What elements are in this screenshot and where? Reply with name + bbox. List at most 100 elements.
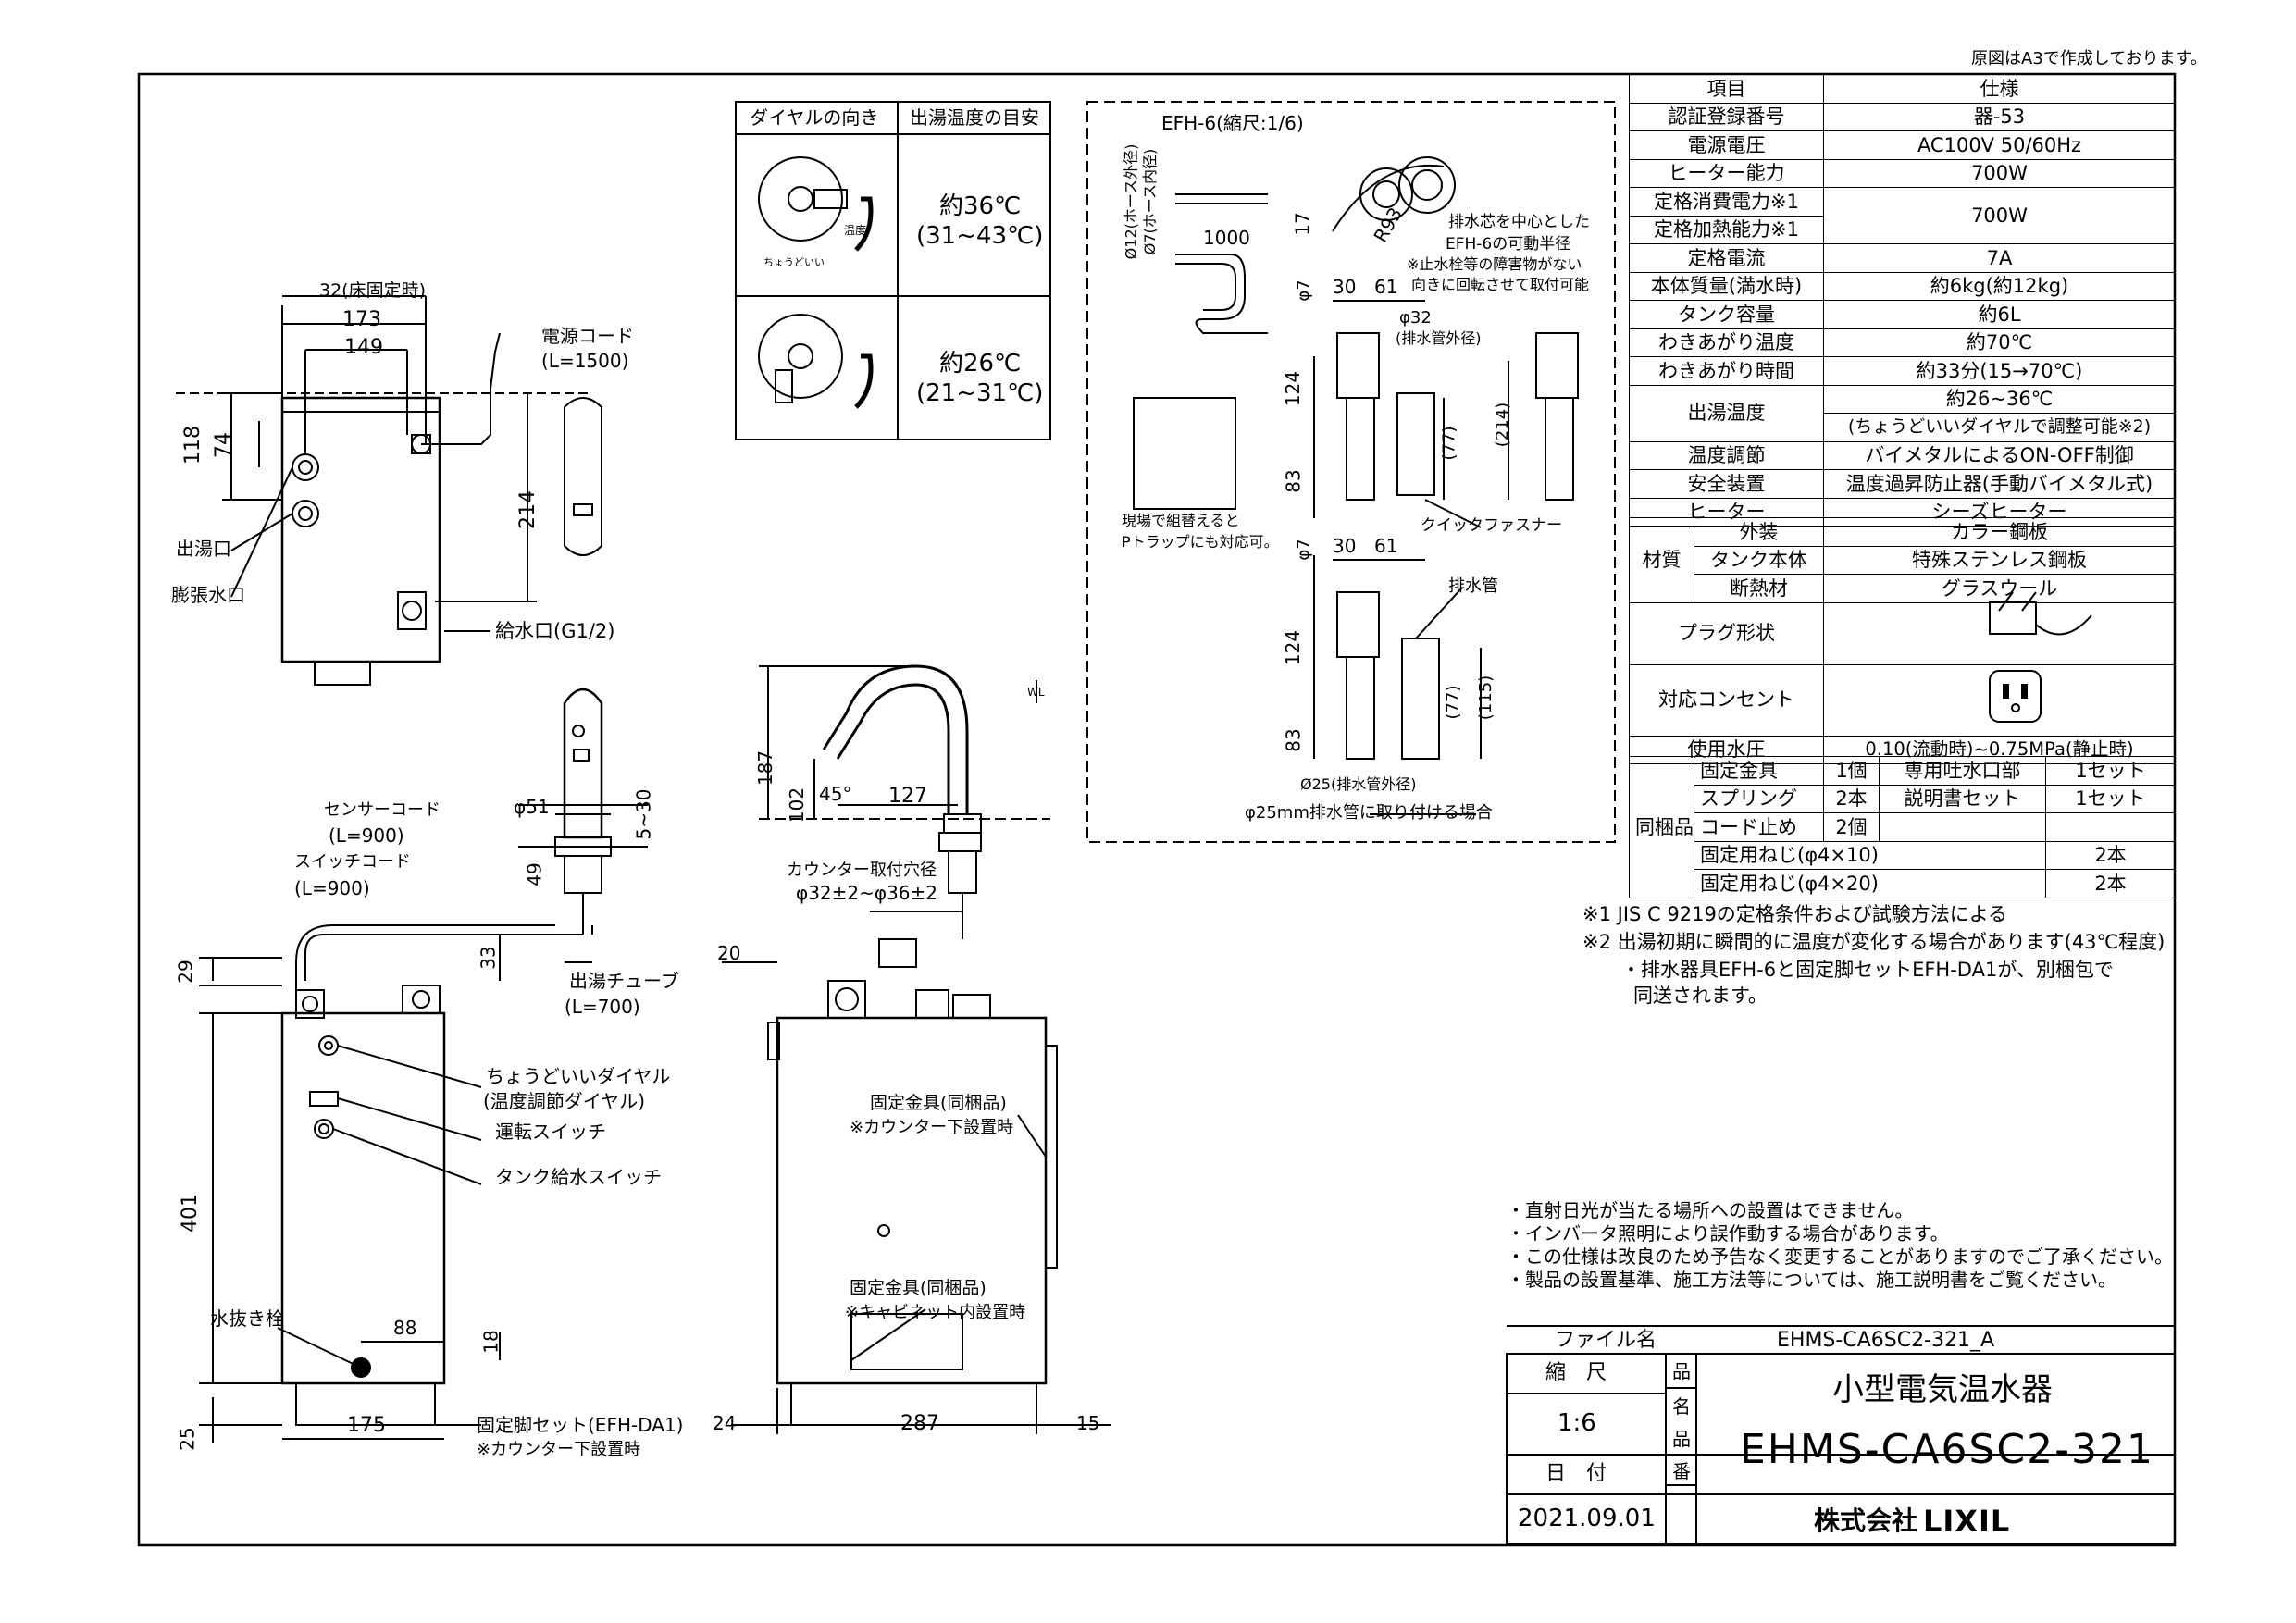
table-row: 定格加熱能力※1 (1629, 215, 2176, 244)
note-4: ・製品の設置基準、施工方法等については、施工説明書をご覧ください。 (1507, 1269, 2116, 1291)
fixing-legs-label: 固定脚セット(EFH-DA1) (477, 1414, 684, 1436)
date-value: 2021.09.01 (1518, 1505, 1656, 1532)
drain-note-4: 向きに回転させて取付可能 (1411, 276, 1590, 293)
dim-149: 149 (344, 336, 383, 359)
expansion-label: 膨張水口 (171, 584, 245, 606)
quick-fastener-label: クイックファスナー (1421, 516, 1562, 535)
dim-25: 25 (176, 1427, 199, 1451)
table-row: タンク本体特殊ステンレス鋼板 (1630, 545, 2176, 575)
dim-124-a: 124 (1282, 370, 1305, 407)
switch-cord-label: スイッチコード (294, 852, 411, 872)
company-name: 株式会社 (1814, 1505, 1918, 1536)
dim-49: 49 (523, 862, 546, 886)
table-row: 材質外装カラー鋼板 (1629, 517, 2176, 603)
scale-label: 縮 尺 (1545, 1361, 1607, 1384)
table-row: 固定用ねじ(φ4×20)2本 (1630, 869, 2176, 898)
dial-col2-header: 出湯温度の目安 (910, 106, 1039, 129)
dial-row1-range: (31~43℃) (916, 222, 1044, 250)
drain-box-title: EFH-6(縮尺:1/6) (1161, 112, 1304, 134)
hose-outer-diameter: Ø12(ホース外径) (1122, 143, 1140, 260)
run-switch-label: 運転スイッチ (495, 1121, 606, 1143)
file-name: EHMS-CA6SC2-321_A (1777, 1329, 1995, 1352)
dim-20: 20 (717, 942, 741, 964)
product-number: EHMS-CA6SC2-321 (1740, 1426, 2154, 1473)
table-row: 認証登録番号器-53 (1629, 102, 2176, 131)
counter-hole-dim: φ32±2~φ36±2 (796, 882, 938, 904)
dim-173: 173 (342, 308, 381, 331)
dim-phi25: Ø25(排水管外径) (1300, 775, 1417, 793)
dim-77-b: (77) (1443, 685, 1463, 720)
footnote-4: 同送されます。 (1633, 985, 1768, 1007)
sensor-cord-length: (L=900) (329, 824, 404, 847)
dim-18: 18 (479, 1330, 503, 1354)
header-note: 原図はA3で作成しております。 (1971, 49, 2207, 68)
table-row: わきあがり時間約33分(15→70℃) (1629, 356, 2176, 386)
table-row: わきあがり温度約70℃ (1629, 328, 2176, 357)
note-3: ・この仕様は改良のため予告なく変更することがありますのでご了承ください。 (1507, 1245, 2173, 1268)
dial-name: ちょうどいいダイヤル (486, 1065, 671, 1087)
bracket2-note: ※キャビネット内設置時 (845, 1303, 1026, 1322)
dim-118: 118 (181, 426, 205, 465)
tank-switch-label: タンク給水スイッチ (495, 1166, 662, 1188)
table-row: プラグ形状 (1629, 601, 2176, 665)
dim-127: 127 (888, 785, 927, 808)
outlet-tube-length: (L=700) (565, 996, 640, 1018)
table-row: 断熱材グラスウール (1630, 574, 2176, 603)
product-name-label-1: 品 (1672, 1360, 1691, 1382)
dim-124-b: 124 (1282, 629, 1305, 666)
dim-51: φ51 (514, 796, 550, 818)
title-block-frame (1506, 1325, 2176, 1545)
table-row: 出湯温度約26~36℃ (1629, 384, 2176, 442)
dim-287: 287 (900, 1412, 939, 1435)
dim-45: 45° (819, 783, 852, 805)
dial-label: 温度 (844, 224, 867, 237)
footnote-1: ※1 JIS C 9219の定格条件および試験方法による (1582, 903, 2008, 925)
product-number-label-1: 品 (1672, 1428, 1691, 1450)
table-row: 温度調節バイメタルによるON-OFF制御 (1629, 440, 2176, 470)
sensor-cord-label: センサーコード (324, 800, 441, 820)
product-number-label-2: 番 (1672, 1460, 1691, 1482)
dim-175: 175 (347, 1414, 386, 1437)
hose-inner-diameter: Ø7(ホース内径) (1141, 148, 1160, 255)
brand-logo: LIXIL (1923, 1504, 2011, 1539)
file-name-label: ファイル名 (1555, 1329, 1657, 1352)
fixing-legs-note: ※カウンター下設置時 (477, 1440, 641, 1459)
ptrap-note-2: Pトラップにも対応可。 (1122, 533, 1279, 551)
inlet-label: 給水口(G1/2) (495, 620, 615, 642)
dim-83-b: 83 (1282, 728, 1305, 752)
bracket2-label: 固定金具(同梱品) (850, 1278, 987, 1298)
dim-phi32: φ32 (1399, 308, 1432, 328)
table-row: 安全装置温度過昇防止器(手動バイメタル式) (1629, 469, 2176, 499)
dial-sub: (温度調節ダイヤル) (483, 1090, 646, 1112)
dial-row1-temp: 約36℃ (939, 192, 1022, 220)
dim-17: 17 (1291, 212, 1314, 236)
drain-note-2: EFH-6の可動半径 (1446, 235, 1571, 254)
dim-77-a: (77) (1439, 426, 1459, 461)
dim-29: 29 (174, 960, 197, 984)
dim-61-b: 61 (1374, 535, 1398, 557)
dim-phi7-b: φ7 (1294, 539, 1314, 561)
drain-note-3: ※止水栓等の障害物がない (1407, 255, 1582, 273)
dim-74: 74 (212, 432, 235, 458)
power-cord-label: 電源コード (541, 325, 634, 347)
power-cord-length: (L=1500) (541, 350, 629, 372)
dim-phi7-a: φ7 (1294, 279, 1314, 302)
drain-outer-diameter: (排水管外径) (1396, 329, 1482, 347)
footnote-3: ・排水器具EFH-6と固定脚セットEFH-DA1が、別梱包で (1621, 959, 2114, 981)
table-row: 本体質量(満水時)約6kg(約12kg) (1629, 271, 2176, 301)
footnote-2: ※2 出湯初期に瞬間的に温度が変化する場合があります(43℃程度) (1582, 931, 2166, 953)
bracket1-label: 固定金具(同梱品) (870, 1093, 1007, 1113)
side-view (199, 688, 648, 1443)
dim-5-30: 5~30 (632, 788, 655, 840)
dim-102: 102 (786, 787, 809, 824)
product-name: 小型電気温水器 (1832, 1371, 2053, 1408)
counter-view (722, 664, 1111, 1434)
drain-plug-label: 水抜き栓 (210, 1307, 284, 1330)
